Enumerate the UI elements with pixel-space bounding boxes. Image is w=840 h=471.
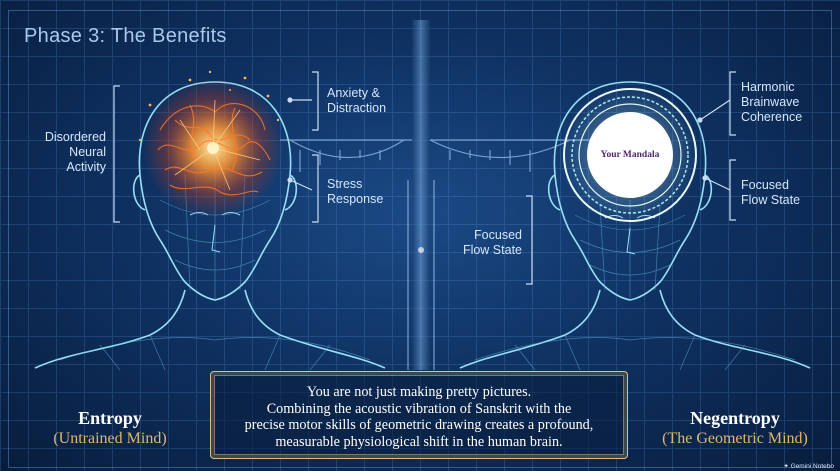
mandala-placeholder: Your Mandala xyxy=(587,112,673,198)
watermark-logo: ✦ Gemini Notebo xyxy=(783,463,834,470)
quote-box: You are not just making pretty pictures.… xyxy=(210,371,628,459)
negentropy-heading: Negentropy xyxy=(690,408,780,428)
quote-line-1: You are not just making pretty pictures. xyxy=(306,384,532,400)
label-focused-flow-state-center: Focused Flow State xyxy=(462,228,522,257)
entropy-subheading: (Untrained Mind) xyxy=(53,430,167,447)
mandala-label: Your Mandala xyxy=(600,150,660,160)
chaotic-brain xyxy=(138,70,283,218)
right-head xyxy=(459,81,811,371)
watermark-text: Gemini Notebo xyxy=(790,463,834,470)
label-disordered-neural-activity: Disordered Neural Activity xyxy=(44,130,106,174)
bridge xyxy=(280,20,600,370)
slide-frame xyxy=(8,10,832,468)
negentropy-subheading: (The Geometric Mind) xyxy=(662,430,808,447)
right-brackets xyxy=(526,71,736,285)
quote-text: You are not just making pretty pictures.… xyxy=(223,384,615,450)
entropy-heading: Entropy xyxy=(78,408,142,428)
label-stress-response: Stress Response xyxy=(327,177,384,206)
label-harmonic-brainwave-coherence: Harmonic Brainwave Coherence xyxy=(741,80,803,124)
left-brackets xyxy=(113,71,319,223)
quote-line-2: Combining the acoustic vibration of Sans… xyxy=(266,400,572,417)
label-anxiety-distraction: Anxiety & Distraction xyxy=(327,86,387,115)
page-title: Phase 3: The Benefits xyxy=(24,25,227,47)
quote-line-3: precise motor skills of geometric drawin… xyxy=(244,417,594,433)
quote-line-4: measurable physiological shift in the hu… xyxy=(275,433,563,450)
label-focused-flow-state-right: Focused Flow State xyxy=(741,178,801,207)
